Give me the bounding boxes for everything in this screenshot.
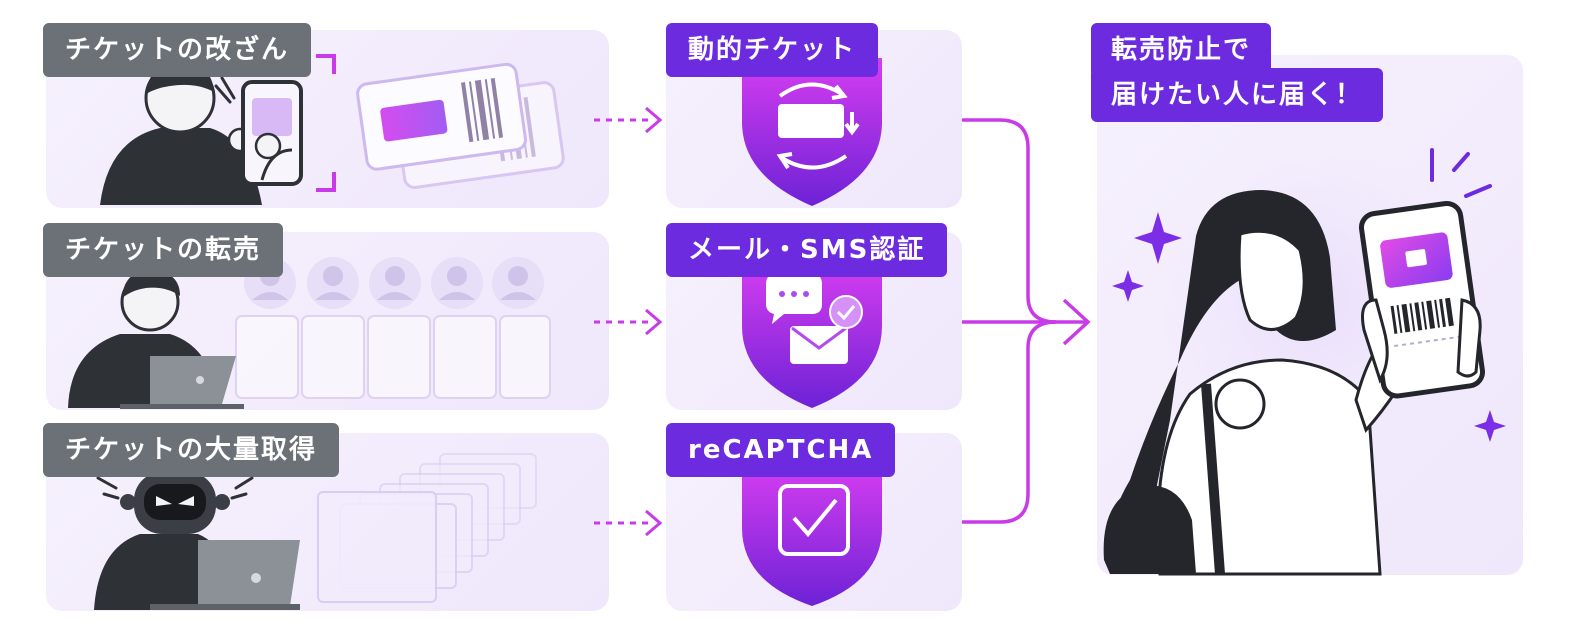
smartphone-ticket-icon: [1358, 200, 1485, 399]
threat-label-bulk: チケットの大量取得: [43, 423, 340, 477]
phone-scan-illustration: [214, 76, 303, 186]
checkbox-icon: [778, 484, 850, 556]
threat-label-resale: チケットの転売: [43, 223, 284, 277]
threat-to-solution-arrows: [594, 106, 663, 537]
tampered-ticket-illustration: [356, 62, 565, 189]
shield-dynamic-ticket: [742, 58, 882, 206]
person-with-laptop-illustration: [68, 270, 244, 409]
buyer-avatars: [244, 257, 544, 309]
solution-label-recaptcha: reCAPTCHA: [666, 423, 896, 477]
merge-connector: [962, 118, 1091, 524]
bot-with-laptop-illustration: [94, 472, 300, 610]
stacked-browser-windows: [317, 453, 537, 603]
holding-hand-illustration: [1361, 298, 1482, 384]
solution-label-auth: メール・SMS認証: [666, 223, 948, 277]
listing-cards: [235, 315, 551, 399]
rotating-ticket-icon: [776, 82, 860, 170]
shield-auth: [742, 262, 882, 408]
shield-recaptcha: [742, 464, 882, 606]
scan-frame-corners: [316, 54, 336, 192]
person-editing-phone-illustration: [100, 61, 262, 205]
excitement-lines: [1430, 148, 1492, 198]
solution-label-dynamic-ticket: 動的チケット: [666, 23, 879, 77]
goal-label-line2: 届けたい人に届く！: [1091, 68, 1384, 122]
threat-label-tampering: チケットの改ざん: [43, 23, 312, 77]
chat-mail-check-icon: [766, 274, 863, 364]
sparkle-icons: [1112, 212, 1506, 442]
